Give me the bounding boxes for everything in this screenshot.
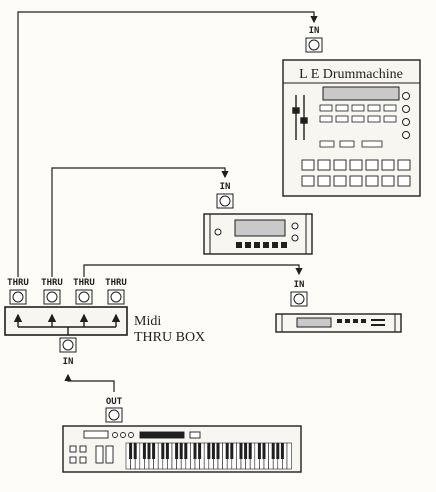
- thru-box-body: [4, 306, 128, 336]
- black-key: [179, 443, 183, 459]
- cable-thru1-to-drummachine: [17, 11, 318, 277]
- rack-unit: IN: [275, 280, 402, 333]
- midi-box-label-line1: Midi: [134, 314, 161, 329]
- thru-port-1: THRU: [7, 278, 29, 305]
- black-key: [165, 443, 169, 459]
- thru-port-2: THRU: [41, 278, 63, 305]
- synth-in-port: IN: [216, 182, 234, 209]
- black-key: [184, 443, 188, 459]
- rack-in-port: IN: [290, 280, 308, 307]
- white-key: [286, 442, 292, 470]
- thru-3-label: THRU: [73, 278, 95, 288]
- midi-thru-box: THRU THRU THRU THRU: [4, 278, 205, 367]
- keyboard-out-port: OUT: [105, 397, 123, 423]
- synth-display: [234, 219, 286, 237]
- box-in-port: IN: [59, 337, 77, 367]
- cable-keyboard-out-to-box-in: [64, 373, 115, 392]
- drum-machine-title: L E Drummachine: [299, 67, 403, 82]
- black-key: [244, 443, 248, 459]
- black-key: [147, 443, 151, 459]
- black-key: [152, 443, 156, 459]
- black-key: [230, 443, 234, 459]
- drum-in-label: IN: [309, 26, 320, 36]
- cable-thru2-to-synth-module: [51, 167, 229, 277]
- thru-port-4: THRU: [105, 278, 127, 305]
- thru-box-internal-routing: [13, 313, 121, 335]
- thru-2-label: THRU: [41, 278, 63, 288]
- drum-display: [322, 86, 400, 101]
- thru-4-label: THRU: [105, 278, 127, 288]
- rack-display: [296, 317, 332, 328]
- black-key: [257, 443, 261, 459]
- black-key: [193, 443, 197, 459]
- drum-pad-buttons: [319, 104, 397, 148]
- rack-buttons: [337, 319, 385, 326]
- box-in-label: IN: [63, 357, 74, 367]
- synth-in-label: IN: [220, 182, 231, 192]
- synth-module: IN: [203, 182, 313, 255]
- thru-port-3: THRU: [73, 278, 95, 305]
- black-key: [211, 443, 215, 459]
- rack-in-label: IN: [294, 280, 305, 290]
- black-key: [225, 443, 229, 459]
- drum-machine: IN L E Drummachine: [282, 26, 421, 197]
- black-key: [142, 443, 146, 459]
- black-key: [133, 443, 137, 459]
- black-key: [175, 443, 179, 459]
- black-key: [276, 443, 280, 459]
- keyboard-out-label: OUT: [106, 397, 123, 407]
- keyboard-control-panel: [83, 430, 201, 439]
- synth-buttons: [236, 242, 287, 248]
- black-key: [129, 443, 133, 459]
- piano-keyboard-icon: [125, 442, 292, 470]
- midi-box-label-line2: THRU BOX: [134, 330, 205, 345]
- thru-1-label: THRU: [7, 278, 29, 288]
- black-key: [207, 443, 211, 459]
- drum-knobs: [402, 92, 410, 139]
- drum-step-keys: [301, 159, 411, 187]
- keyboard-left-buttons: [69, 445, 114, 464]
- keyboard: OUT: [62, 397, 302, 473]
- drum-faders: [292, 95, 308, 140]
- black-key: [271, 443, 275, 459]
- black-key: [239, 443, 243, 459]
- black-key: [161, 443, 165, 459]
- cable-thru3-to-rack-unit: [83, 264, 303, 277]
- cables: [17, 11, 318, 392]
- black-key: [198, 443, 202, 459]
- drum-in-port: IN: [305, 26, 323, 53]
- black-key: [280, 443, 284, 459]
- black-key: [262, 443, 266, 459]
- black-key: [248, 443, 252, 459]
- black-key: [216, 443, 220, 459]
